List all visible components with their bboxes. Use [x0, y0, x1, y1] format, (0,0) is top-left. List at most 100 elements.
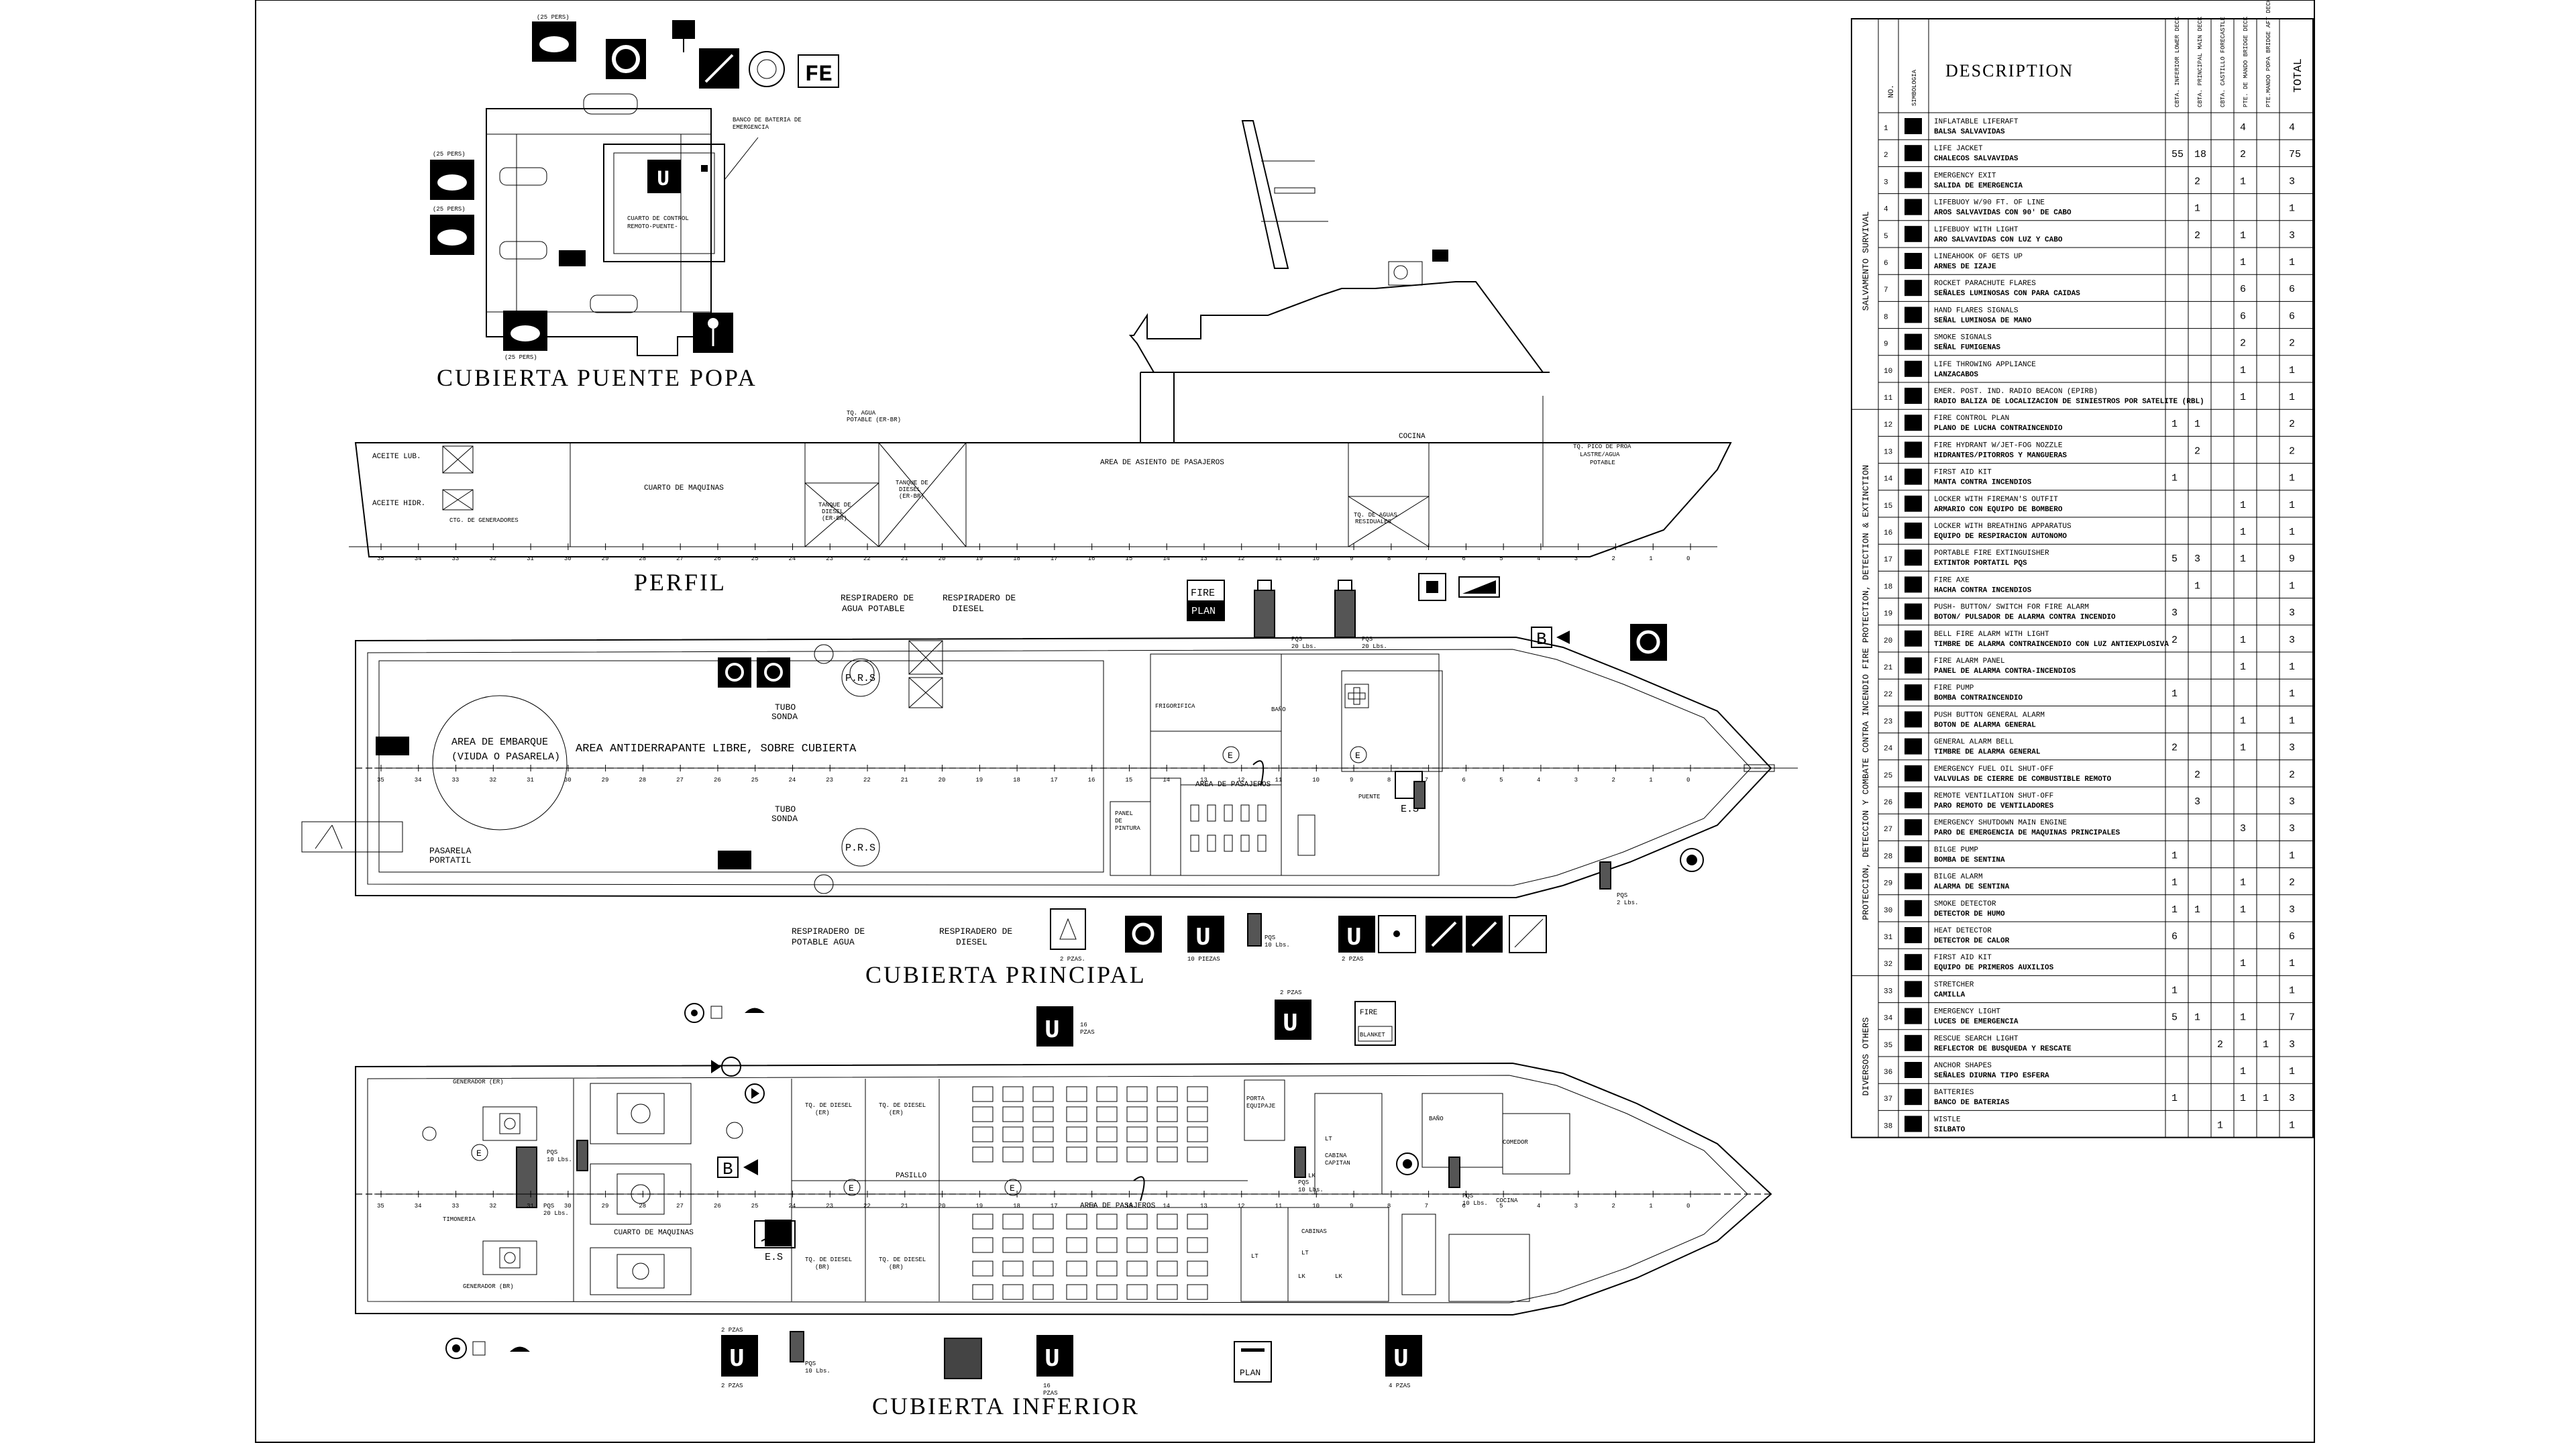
- emergency-exit-icon: [376, 737, 409, 755]
- frame-number: 19: [975, 777, 983, 784]
- vent-icon: [908, 677, 943, 708]
- seat: [1157, 1260, 1178, 1277]
- frame-number: 11: [1275, 777, 1283, 784]
- row-total: 3: [2289, 1039, 2295, 1051]
- svg-text:P.R.S: P.R.S: [845, 673, 875, 684]
- frame-number: 16: [1088, 555, 1095, 562]
- lower-deck-title: CUBIERTA INFERIOR: [872, 1393, 1140, 1419]
- svg-text:TANQUE DE: TANQUE DE: [818, 502, 851, 508]
- row-deck-count: 1: [2194, 904, 2200, 916]
- seat: [1187, 1214, 1208, 1230]
- frame-number: 27: [676, 1203, 684, 1210]
- life-jacket-icon: U: [721, 1335, 758, 1377]
- passenger-seats: [972, 1086, 1208, 1300]
- row-description-es: REFLECTOR DE BUSQUEDA Y RESCATE: [1934, 1045, 2072, 1053]
- svg-text:E: E: [476, 1148, 482, 1159]
- control-room-label: CUARTO DE CONTROL: [627, 215, 689, 222]
- svg-text:PQS: PQS: [1462, 1193, 1473, 1199]
- row-description-en: HEAT DETECTOR: [1934, 927, 1992, 935]
- bilge-pump-icon: [745, 1083, 765, 1104]
- svg-text:RESIDUALES: RESIDUALES: [1355, 519, 1391, 525]
- row-total: 3: [2289, 796, 2295, 808]
- frame-number: 15: [1125, 1203, 1132, 1210]
- svg-text:AGUA POTABLE: AGUA POTABLE: [842, 604, 905, 614]
- extinguisher-icon: [790, 1331, 804, 1362]
- extinguisher-icon: [1448, 1157, 1460, 1188]
- col-no-header: NO.: [1888, 85, 1896, 98]
- row-number: 5: [1884, 233, 1888, 241]
- row-number: 24: [1884, 745, 1893, 753]
- frame-number: 23: [826, 777, 833, 784]
- row-symbol-icon: [1904, 954, 1922, 971]
- seat: [1066, 1214, 1087, 1230]
- main-engine-icon: [590, 1247, 692, 1295]
- raft-label: (25 PERS): [537, 14, 570, 21]
- frame-number: 28: [639, 555, 646, 562]
- seat: [1096, 1260, 1118, 1277]
- seat: [1096, 1106, 1118, 1122]
- row-deck-count: 1: [2240, 500, 2246, 511]
- row-symbol-icon: [1904, 873, 1922, 890]
- svg-text:U: U: [729, 1345, 745, 1374]
- lifebuoy-light-icon: [1630, 624, 1667, 661]
- seat: [1187, 1284, 1208, 1300]
- row-description-es: PARO REMOTO DE VENTILADORES: [1934, 802, 2054, 810]
- frame-number: 20: [938, 777, 946, 784]
- frame-number: 0: [1686, 1203, 1690, 1210]
- row-deck-count: 1: [2217, 1120, 2223, 1131]
- frame-number: 22: [863, 777, 871, 784]
- row-description-es: RADIO BALIZA DE LOCALIZACION DE SINIESTR…: [1934, 398, 2204, 406]
- svg-text:10 Lbs.: 10 Lbs.: [547, 1157, 572, 1163]
- row-symbol-icon: [1904, 1008, 1922, 1024]
- frame-number: 25: [751, 777, 759, 784]
- row-description-en: LIFE THROWING APPLIANCE: [1934, 361, 2036, 369]
- row-deck-count: 1: [2240, 527, 2246, 538]
- flare-icon: [1466, 916, 1503, 953]
- row-description-en: BILGE ALARM: [1934, 873, 1983, 881]
- svg-text:DIESEL: DIESEL: [899, 486, 920, 493]
- row-deck-count: 1: [2240, 661, 2246, 673]
- svg-text:PZAS: PZAS: [1080, 1029, 1095, 1036]
- row-deck-count: 2: [2194, 445, 2200, 457]
- row-number: 33: [1884, 987, 1892, 996]
- seat: [1096, 1086, 1118, 1102]
- svg-text:20 Lbs.: 20 Lbs.: [543, 1210, 569, 1217]
- svg-text:AREA ANTIDERRAPANTE LIBRE, SOB: AREA ANTIDERRAPANTE LIBRE, SOBRE CUBIERT…: [576, 743, 857, 755]
- frame-number: 29: [602, 555, 609, 562]
- svg-text:CABINA: CABINA: [1325, 1152, 1347, 1159]
- row-number: 8: [1884, 313, 1888, 321]
- row-symbol-icon: [1904, 495, 1922, 512]
- frame-number: 2: [1611, 555, 1615, 562]
- row-deck-count: 1: [2194, 580, 2200, 592]
- seat: [1032, 1126, 1054, 1142]
- smoke-detector-icon: [445, 1338, 467, 1359]
- row-deck-count: 1: [2194, 1012, 2200, 1024]
- svg-text:E: E: [1228, 751, 1233, 761]
- svg-text:BAÑO: BAÑO: [1429, 1115, 1444, 1122]
- frame-number: 12: [1238, 777, 1245, 784]
- col-deck-header: PTE.MANDO POPA BRIDGE AFT DECK: [2265, 0, 2272, 107]
- svg-text:POTABLE: POTABLE: [1590, 460, 1615, 466]
- frame-number: 22: [863, 555, 871, 562]
- row-number: 36: [1884, 1069, 1892, 1077]
- svg-text:PORTA: PORTA: [1246, 1095, 1265, 1102]
- frame-number: 10: [1312, 1203, 1320, 1210]
- life-jacket-icon: U: [1385, 1335, 1422, 1377]
- frame-number: 16: [1088, 1203, 1095, 1210]
- row-description-en: STRETCHER: [1934, 981, 1974, 989]
- row-symbol-icon: [1904, 684, 1922, 701]
- row-total: 3: [2289, 823, 2295, 835]
- frame-number: 7: [1425, 1203, 1428, 1210]
- row-deck-count: 5: [2171, 1012, 2178, 1024]
- row-description-es: HIDRANTES/PITORROS Y MANGUERAS: [1934, 451, 2067, 460]
- svg-text:FE: FE: [805, 62, 833, 88]
- row-description-es: BANCO DE BATERIAS: [1934, 1099, 2010, 1107]
- svg-text:DIESEL: DIESEL: [953, 604, 984, 614]
- hydrant-sign: [1050, 908, 1086, 950]
- anchor-shape-icon: [1680, 848, 1704, 872]
- row-deck-count: 1: [2240, 257, 2246, 268]
- row-total: 1: [2289, 527, 2295, 538]
